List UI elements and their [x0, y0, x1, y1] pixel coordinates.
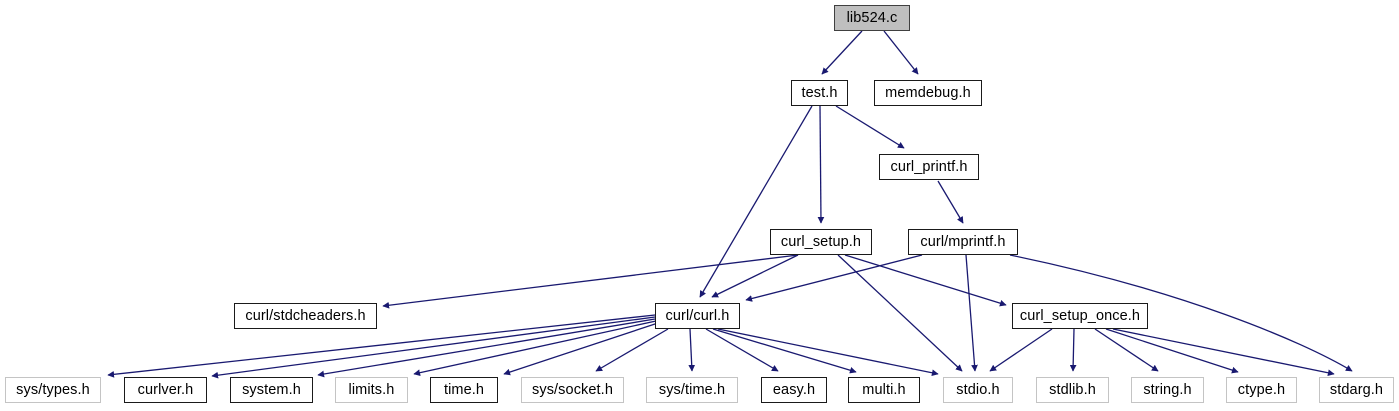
node-stdioh[interactable]: stdio.h	[943, 377, 1013, 403]
node-systemh[interactable]: system.h	[230, 377, 313, 403]
node-label: curl_printf.h	[890, 158, 968, 175]
edge-lib524c-to-testh	[821, 30, 863, 75]
node-label: multi.h	[862, 381, 906, 398]
edge-setuponceh-to-stdioh	[989, 328, 1053, 372]
node-systypesh[interactable]: sys/types.h	[5, 377, 101, 403]
node-systimeh[interactable]: sys/time.h	[646, 377, 738, 403]
node-label: ctype.h	[1237, 381, 1286, 398]
node-label: curl/mprintf.h	[920, 233, 1006, 250]
edge-setuponceh-to-ctypeh	[1105, 328, 1239, 374]
edge-curlsetuph-to-stdioh	[837, 254, 963, 372]
edge-curlsetuph-to-curlcurlh	[711, 254, 799, 298]
node-memdebugh[interactable]: memdebug.h	[874, 80, 982, 106]
node-multih[interactable]: multi.h	[848, 377, 920, 403]
node-label: stdarg.h	[1329, 381, 1384, 398]
edge-setuponceh-to-stringh	[1094, 328, 1159, 372]
edge-curlcurlh-to-easyh	[705, 328, 779, 372]
edge-curlcurlh-to-systimeh	[688, 328, 696, 372]
node-lib524c[interactable]: lib524.c	[834, 5, 910, 31]
node-stdcheadersh[interactable]: curl/stdcheaders.h	[234, 303, 377, 329]
node-label: sys/socket.h	[532, 381, 613, 398]
edge-curlcurlh-to-limitsh	[413, 320, 657, 377]
node-curlsetuph[interactable]: curl_setup.h	[770, 229, 872, 255]
node-ctypeh[interactable]: ctype.h	[1226, 377, 1297, 403]
edge-curlcurlh-to-syssocketh	[595, 328, 669, 372]
node-label: system.h	[242, 381, 301, 398]
node-stdlibh[interactable]: stdlib.h	[1036, 377, 1109, 403]
node-easyh[interactable]: easy.h	[761, 377, 827, 403]
edge-curlprintfh-to-curlmprintfh	[937, 180, 964, 224]
node-label: curl/curl.h	[665, 307, 730, 324]
edge-curlcurlh-to-multih	[712, 328, 857, 374]
node-testh[interactable]: test.h	[791, 80, 848, 106]
node-label: curlver.h	[137, 381, 194, 398]
edge-curlmprintfh-to-stdioh	[965, 254, 978, 372]
node-label: stdio.h	[956, 381, 1000, 398]
node-setuponceh[interactable]: curl_setup_once.h	[1012, 303, 1148, 329]
node-curlprintfh[interactable]: curl_printf.h	[879, 154, 979, 180]
edge-curlcurlh-to-systypesh	[107, 314, 656, 378]
edge-testh-to-curlsetuph	[817, 105, 825, 224]
node-label: sys/types.h	[16, 381, 90, 398]
node-syssocketh[interactable]: sys/socket.h	[521, 377, 624, 403]
node-label: stdlib.h	[1049, 381, 1096, 398]
node-label: limits.h	[348, 381, 395, 398]
edge-setuponceh-to-stdargh	[1112, 328, 1335, 377]
edge-testh-to-curlprintfh	[835, 105, 905, 149]
node-limitsh[interactable]: limits.h	[335, 377, 408, 403]
node-label: curl_setup.h	[780, 233, 862, 250]
node-timeh[interactable]: time.h	[430, 377, 498, 403]
edge-lib524c-to-memdebugh	[883, 30, 919, 75]
node-label: string.h	[1143, 381, 1192, 398]
node-label: time.h	[443, 381, 485, 398]
edge-curlsetuph-to-stdcheadersh	[382, 254, 799, 309]
node-label: curl/stdcheaders.h	[245, 307, 366, 324]
node-stringh[interactable]: string.h	[1131, 377, 1204, 403]
node-stdargh[interactable]: stdarg.h	[1319, 377, 1394, 403]
node-curlcurlh[interactable]: curl/curl.h	[655, 303, 740, 329]
node-label: curl_setup_once.h	[1019, 307, 1141, 324]
node-label: memdebug.h	[885, 84, 971, 101]
edge-setuponceh-to-stdlibh	[1069, 328, 1077, 372]
node-curlverh[interactable]: curlver.h	[124, 377, 207, 403]
node-curlmprintfh[interactable]: curl/mprintf.h	[908, 229, 1018, 255]
node-label: lib524.c	[846, 9, 898, 26]
edge-curlsetuph-to-setuponceh	[844, 254, 1007, 307]
node-label: easy.h	[772, 381, 816, 398]
edge-curlcurlh-to-timeh	[503, 322, 659, 376]
edge-testh-to-curlcurlh	[699, 105, 813, 298]
node-label: test.h	[801, 84, 838, 101]
node-label: sys/time.h	[658, 381, 726, 398]
edge-curlcurlh-to-stdioh	[717, 328, 939, 377]
edge-curlmprintfh-to-curlcurlh	[745, 254, 923, 302]
